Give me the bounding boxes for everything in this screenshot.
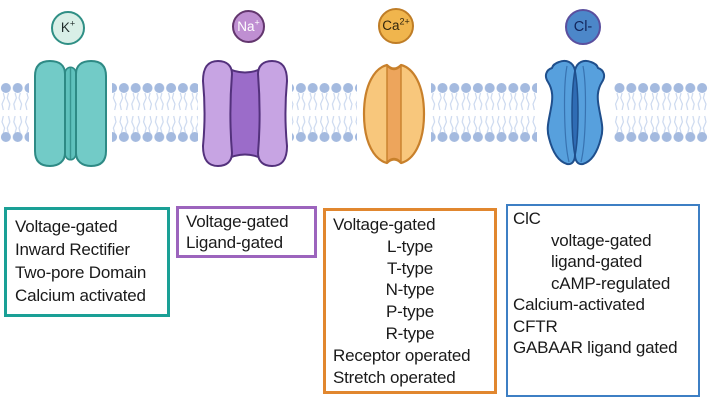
sodium-channel-illustration xyxy=(202,60,288,167)
channel-type-label: Inward Rectifier xyxy=(15,240,130,259)
channel-type-label: Receptor operated xyxy=(333,345,471,365)
channel-type-label: Voltage-gated xyxy=(186,212,289,231)
channel-type-label: T-type xyxy=(386,258,434,278)
calcium-channel-illustration xyxy=(362,63,426,165)
channel-type-label: cAMP-regulated xyxy=(551,273,671,293)
channel-type-label: R-type xyxy=(385,323,435,343)
channel-type-label: CFTR xyxy=(513,316,558,336)
calcium-ion-label: Ca2+ xyxy=(382,16,410,34)
channel-type-label: voltage-gated xyxy=(551,230,652,250)
channel-type-label: Voltage-gated xyxy=(15,217,118,236)
channel-type-label: L-type xyxy=(386,236,434,256)
potassium-ion-label: K+ xyxy=(60,18,76,36)
channel-type-label: P-type xyxy=(386,302,434,322)
sodium-ion-label: Na+ xyxy=(237,17,260,34)
channel-type-label: Ligand-gated xyxy=(186,233,283,252)
potassium-channel-illustration xyxy=(34,60,107,167)
channel-type-label: ClC xyxy=(513,209,541,228)
potassium-ion-badge: K+ xyxy=(51,11,85,45)
channel-type-label: Calcium-activated xyxy=(513,295,645,314)
channel-type-label: N-type xyxy=(385,280,435,300)
sodium-channel-types-box: Voltage-gated Ligand-gated xyxy=(176,206,317,258)
channel-type-label: Voltage-gated xyxy=(333,215,436,234)
calcium-ion-badge: Ca2+ xyxy=(378,8,414,44)
calcium-channel-types-box: Voltage-gated L-type T-type N-type P-typ… xyxy=(323,208,497,394)
chloride-channel-illustration xyxy=(544,59,606,166)
sodium-ion-badge: Na+ xyxy=(232,10,265,43)
channel-type-label: GABAAR ligand gated xyxy=(513,338,678,357)
channel-type-label: Calcium activated xyxy=(15,286,146,305)
channel-type-label: Stretch operated xyxy=(333,367,456,387)
chloride-ion-badge: Cl- xyxy=(565,9,601,45)
chloride-ion-label: Cl- xyxy=(573,18,593,35)
channel-type-label: ligand-gated xyxy=(551,252,643,271)
channel-type-label: Two-pore Domain xyxy=(15,263,147,282)
chloride-channel-types-box: ClC voltage-gated ligand-gated cAMP-regu… xyxy=(506,204,700,397)
potassium-channel-types-box: Voltage-gated Inward Rectifier Two-pore … xyxy=(4,207,170,317)
